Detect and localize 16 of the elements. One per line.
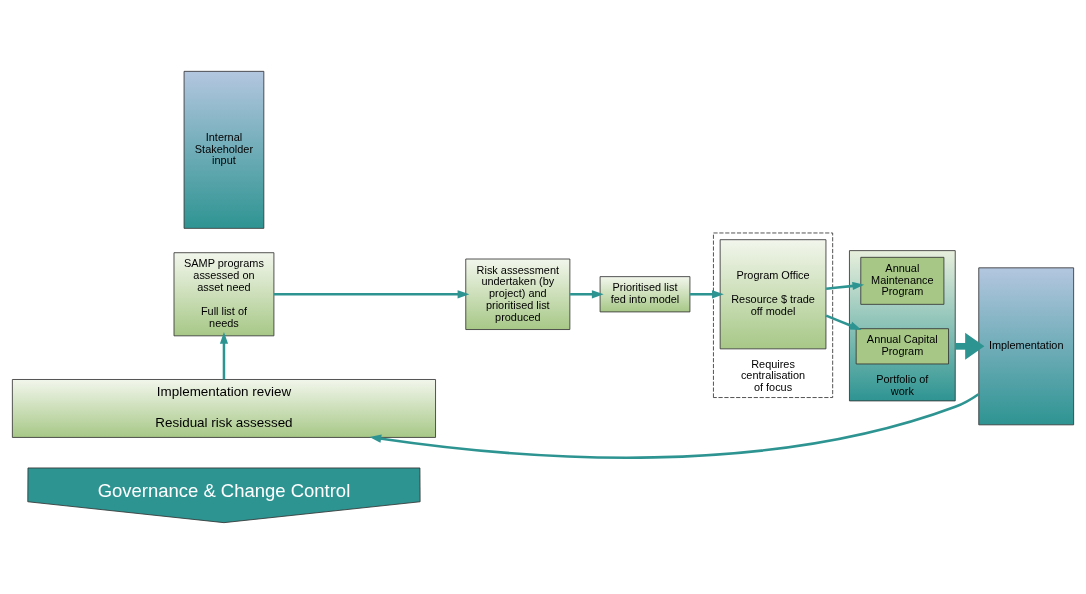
arrow: [825, 314, 862, 331]
arrow: [826, 281, 865, 291]
arrow: [690, 290, 724, 299]
node-box: Implementation review Residual risk assessed: [11, 379, 436, 438]
node-box: Internal Stakeholder input: [183, 70, 265, 229]
arrow: [274, 290, 470, 299]
node-box: Prioritised list fed into model: [599, 276, 691, 313]
arrow: [570, 290, 604, 299]
node-box: SAMP programs assessed on asset need Full list of needs: [173, 252, 275, 337]
node-box: Program Office Resource $ trade off model: [719, 239, 827, 350]
node-box: Risk assessment undertaken (by project) and prioritised list produced: [465, 258, 571, 330]
arrow: [369, 393, 980, 459]
arrow: [219, 332, 229, 380]
node-box: Annual Capital Program: [855, 328, 949, 365]
node-box: Implementation: [978, 267, 1075, 426]
node-box: Annual Maintenance Program: [860, 256, 945, 305]
